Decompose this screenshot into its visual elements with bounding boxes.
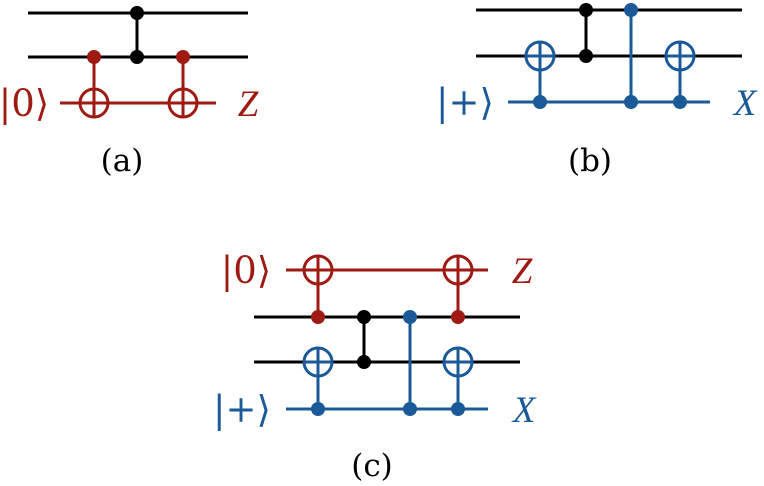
panel-a: |0⟩ Z (a) [0,6,259,179]
control-dot [87,50,101,64]
control-dot [673,95,687,109]
ancilla-state-label: |0⟩ [0,82,49,125]
ancilla-state-label: |+⟩ [436,81,494,124]
measurement-basis-label: X [732,83,758,124]
cnot-target-icon [302,346,334,378]
cnot-target-icon [524,40,556,72]
control-dot [311,402,325,416]
measurement-basis-label: X [511,390,537,431]
control-dot [130,6,144,20]
panel-caption: (c) [351,448,393,484]
cnot-target-icon [442,254,474,286]
panel-b: |+⟩ X (b) [436,3,758,179]
control-dot [357,355,371,369]
control-dot [403,310,417,324]
control-dot [403,402,417,416]
control-dot [579,3,593,17]
cnot-target-icon [664,40,696,72]
control-dot [176,50,190,64]
ancilla-state-label: |+⟩ [213,388,271,431]
measurement-basis-label: Z [238,84,259,125]
control-dot [533,95,547,109]
ancilla-state-label: |0⟩ [221,249,271,292]
control-dot [451,402,465,416]
cnot-target-icon [302,254,334,286]
panel-c: |0⟩ Z |+⟩ X (c) [213,249,537,484]
control-dot [451,310,465,324]
cnot-target-icon [167,87,199,119]
control-dot [579,49,593,63]
control-dot [624,95,638,109]
control-dot [624,3,638,17]
control-dot [357,310,371,324]
panel-caption: (a) [101,143,144,179]
panel-caption: (b) [568,143,612,179]
cnot-target-icon [78,87,110,119]
control-dot [130,50,144,64]
measurement-basis-label: Z [512,251,533,292]
control-dot [311,310,325,324]
cnot-target-icon [442,346,474,378]
